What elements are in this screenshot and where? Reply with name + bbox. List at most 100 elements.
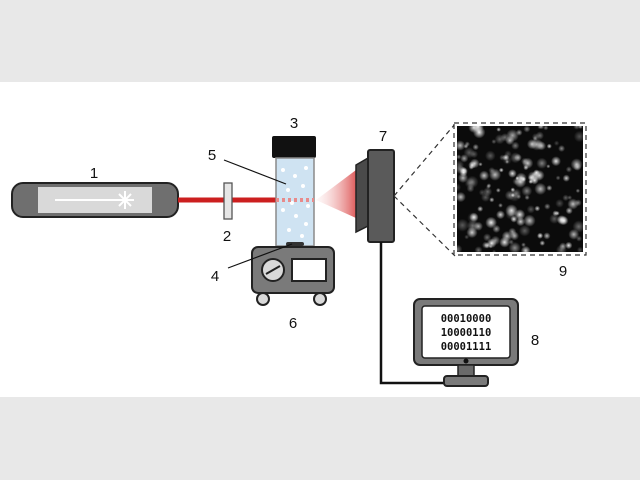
label-speckle-image: 9	[559, 263, 567, 280]
speckle-spot	[520, 245, 531, 252]
speckle-spot	[501, 230, 513, 242]
speckle-spot	[559, 242, 567, 250]
speckle-spot	[492, 224, 501, 233]
speckle-spot	[457, 218, 469, 232]
speckle-spot	[543, 126, 549, 131]
speckle-spot	[495, 187, 501, 193]
speckle-spot	[488, 168, 502, 181]
label-laser: 1	[90, 165, 98, 182]
speckle-spot	[523, 214, 536, 227]
speckle-spot	[572, 220, 583, 233]
speckle-spot	[508, 169, 517, 178]
speckle-spot	[544, 203, 551, 210]
speckle-spot	[526, 205, 536, 214]
speckle-spot	[521, 185, 533, 197]
speckle-spot	[518, 224, 531, 237]
speckle-spot	[502, 155, 512, 165]
label-cuvette-cap: 3	[290, 115, 298, 132]
speckle-spot	[511, 188, 522, 199]
speckle-spot	[457, 164, 465, 174]
speckle-spot	[480, 192, 491, 202]
speckle-spot	[469, 212, 479, 222]
zoom-line-top	[393, 123, 456, 197]
screen-line-1: 00010000	[441, 313, 492, 325]
speckle-spot	[496, 127, 502, 132]
speckle-spot	[530, 138, 543, 151]
speckle-spot	[521, 242, 526, 248]
speckle-spot	[485, 184, 491, 190]
speckle-image	[453, 122, 587, 256]
speckle-spot	[546, 185, 553, 191]
speckle-spot	[565, 241, 573, 250]
speckle-spot	[505, 208, 517, 220]
speckle-spot	[555, 175, 561, 181]
laser-tube-icon	[11, 182, 179, 218]
speckle-spot	[522, 157, 534, 169]
speckle-spot	[574, 199, 582, 207]
speckle-spot	[498, 203, 503, 208]
speckle-spot	[485, 150, 496, 162]
speckle-spot	[463, 147, 475, 159]
monitor-icon	[413, 298, 519, 387]
speckle-spot	[515, 172, 527, 184]
screen-line-3: 00001111	[441, 341, 492, 353]
speckle-spot	[536, 157, 548, 169]
speckle-spot	[553, 140, 560, 146]
speckle-spot	[457, 244, 463, 252]
speckle-spot	[479, 170, 490, 181]
speckle-spot	[575, 188, 581, 193]
label-sample: 5	[208, 147, 216, 164]
speckle-spot	[570, 158, 583, 171]
label-computer: 8	[531, 332, 539, 349]
speckle-spot	[549, 213, 560, 224]
speckle-spot	[473, 221, 483, 231]
screen-line-2: 10000110	[441, 327, 492, 339]
speckle-spot	[474, 246, 483, 252]
speckle-spot	[576, 235, 582, 242]
speckle-spot	[486, 238, 497, 249]
scattered-light	[316, 170, 356, 218]
speckle-spot	[573, 130, 583, 143]
filter-plate	[223, 182, 233, 220]
speckle-spot	[457, 140, 466, 151]
speckle-spot	[491, 139, 497, 145]
label-filter: 2	[223, 228, 231, 245]
sample-cuvette	[272, 136, 316, 247]
camera-icon	[355, 149, 395, 243]
speckle-spot	[468, 126, 480, 133]
speckle-spot	[555, 199, 564, 208]
leader-line-4	[227, 243, 293, 269]
speckle-spot	[469, 158, 480, 169]
speckle-spot	[511, 141, 520, 150]
speckle-spot	[516, 217, 526, 227]
speckle-spot	[538, 126, 545, 130]
speckle-spot	[466, 226, 478, 239]
speckle-spot	[578, 126, 583, 129]
speckle-spot	[531, 170, 543, 182]
label-stirrer: 6	[289, 315, 297, 332]
speckle-spot	[539, 240, 546, 246]
speckle-spot	[489, 197, 495, 203]
speckle-spot	[494, 134, 505, 145]
speckle-spot	[457, 183, 462, 192]
speckle-spot	[463, 143, 469, 149]
speckle-spot	[457, 191, 466, 203]
speckle-spot	[562, 194, 569, 202]
speckle-spot	[536, 233, 543, 240]
speckle-spot	[472, 143, 479, 151]
speckle-spot	[510, 152, 522, 164]
speckle-spot	[543, 232, 551, 240]
speckle-spot	[508, 239, 514, 245]
speckle-spot	[558, 145, 566, 152]
leader-line-5	[223, 159, 287, 185]
speckle-spot	[505, 135, 515, 146]
speckle-spot	[565, 166, 573, 173]
speckle-spot	[477, 205, 484, 212]
speckle-spot	[534, 182, 547, 195]
magnetic-stirrer-icon	[251, 246, 335, 306]
speckle-spot	[498, 167, 504, 173]
speckle-spot	[546, 143, 552, 149]
speckle-spot	[576, 246, 583, 252]
label-stir-bar: 4	[211, 268, 219, 285]
